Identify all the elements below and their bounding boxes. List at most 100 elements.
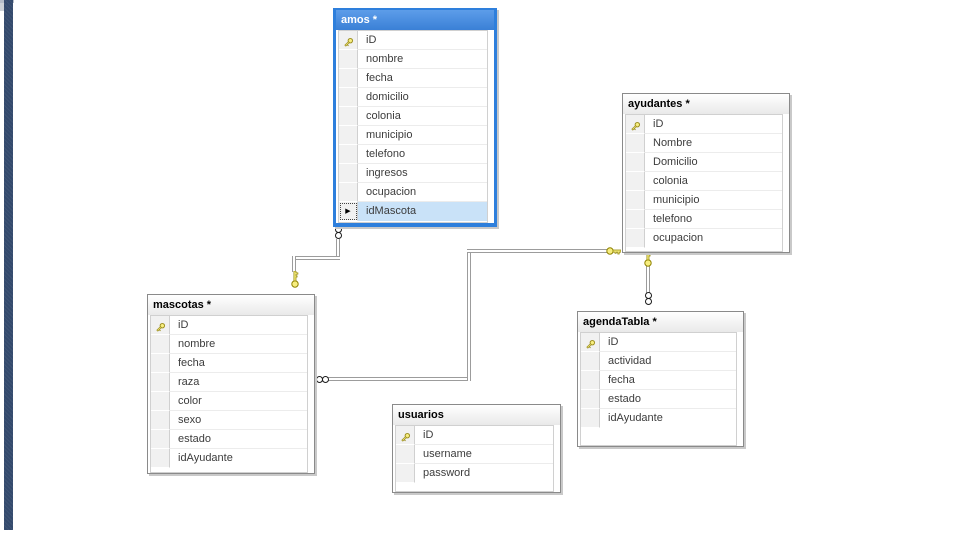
relationship-line[interactable] <box>292 256 340 260</box>
table-row[interactable]: telefono <box>339 145 487 164</box>
table-row[interactable]: iD <box>396 426 553 445</box>
row-selector[interactable] <box>581 352 600 371</box>
table-row[interactable]: password <box>396 464 553 483</box>
row-selector[interactable] <box>151 373 170 392</box>
row-selector[interactable] <box>626 191 645 210</box>
table-row[interactable]: iD <box>581 333 736 352</box>
row-selector[interactable] <box>626 210 645 229</box>
row-selector[interactable] <box>581 371 600 390</box>
table-row[interactable]: colonia <box>626 172 782 191</box>
column-name: fecha <box>170 354 307 373</box>
row-selector[interactable] <box>151 392 170 411</box>
column-name: iD <box>170 316 307 335</box>
row-selector[interactable] <box>339 50 358 69</box>
table-row[interactable]: sexo <box>151 411 307 430</box>
row-selector[interactable] <box>626 229 645 248</box>
table-row[interactable]: nombre <box>151 335 307 354</box>
table-row[interactable]: ocupacion <box>626 229 782 248</box>
column-name: telefono <box>358 145 487 164</box>
table-title[interactable]: agendaTabla * <box>578 312 743 332</box>
column-name: iD <box>358 31 487 50</box>
table-row[interactable]: domicilio <box>339 88 487 107</box>
row-selector[interactable] <box>396 426 415 445</box>
table-row[interactable]: Nombre <box>626 134 782 153</box>
row-selector[interactable] <box>339 31 358 50</box>
row-selector[interactable]: ▶ <box>339 202 358 221</box>
table-row[interactable]: idAyudante <box>151 449 307 468</box>
row-selector[interactable] <box>339 107 358 126</box>
table-row[interactable]: iD <box>339 31 487 50</box>
row-selector[interactable] <box>626 115 645 134</box>
table-title[interactable]: amos * <box>336 10 494 30</box>
row-selector[interactable] <box>151 316 170 335</box>
row-selector[interactable] <box>151 335 170 354</box>
row-selector[interactable] <box>339 164 358 183</box>
row-selector[interactable] <box>151 411 170 430</box>
row-selector[interactable] <box>339 69 358 88</box>
column-name: fecha <box>358 69 487 88</box>
table-title[interactable]: usuarios <box>393 405 560 425</box>
row-selector[interactable] <box>339 88 358 107</box>
row-selector[interactable] <box>151 449 170 468</box>
table-row[interactable]: ocupacion <box>339 183 487 202</box>
row-selector[interactable] <box>581 333 600 352</box>
row-selector[interactable] <box>626 172 645 191</box>
relationship-line[interactable] <box>467 249 607 253</box>
row-selector[interactable] <box>626 153 645 172</box>
column-name: raza <box>170 373 307 392</box>
infinity-circle <box>322 376 329 383</box>
table-row[interactable]: estado <box>581 390 736 409</box>
relationship-line[interactable] <box>336 239 340 260</box>
column-name: actividad <box>600 352 736 371</box>
row-selector[interactable] <box>581 409 600 428</box>
table-row[interactable]: telefono <box>626 210 782 229</box>
row-selector[interactable] <box>581 390 600 409</box>
table-row[interactable]: Domicilio <box>626 153 782 172</box>
row-selector[interactable] <box>626 134 645 153</box>
relationship-line[interactable] <box>467 249 471 381</box>
relationship-line[interactable] <box>328 377 471 381</box>
table-title[interactable]: mascotas * <box>148 295 314 315</box>
table-row[interactable]: colonia <box>339 107 487 126</box>
table-row[interactable]: idAyudante <box>581 409 736 428</box>
many-infinity-icon <box>316 376 329 383</box>
table-row[interactable]: fecha <box>339 69 487 88</box>
table-row[interactable]: color <box>151 392 307 411</box>
table-row[interactable]: municipio <box>339 126 487 145</box>
table-row[interactable]: fecha <box>151 354 307 373</box>
table-row[interactable]: estado <box>151 430 307 449</box>
table-row[interactable]: iD <box>626 115 782 134</box>
row-selector[interactable] <box>396 464 415 483</box>
table-title[interactable]: ayudantes * <box>623 94 789 114</box>
table-row[interactable]: fecha <box>581 371 736 390</box>
infinity-circle <box>645 298 652 305</box>
table-row[interactable]: username <box>396 445 553 464</box>
row-selector[interactable] <box>151 430 170 449</box>
row-selector[interactable] <box>339 126 358 145</box>
table-row[interactable]: iD <box>151 316 307 335</box>
row-selector[interactable] <box>151 354 170 373</box>
column-name: colonia <box>358 107 487 126</box>
table-row[interactable]: ingresos <box>339 164 487 183</box>
row-selector[interactable] <box>339 145 358 164</box>
table-row[interactable]: ▶idMascota <box>339 202 487 221</box>
row-selector[interactable] <box>339 183 358 202</box>
table-row[interactable]: actividad <box>581 352 736 371</box>
column-name: idAyudante <box>608 412 663 424</box>
row-marker-icon: ▶ <box>345 207 351 215</box>
table-row[interactable]: municipio <box>626 191 782 210</box>
table-row[interactable]: nombre <box>339 50 487 69</box>
table-row[interactable]: raza <box>151 373 307 392</box>
row-selector[interactable] <box>396 445 415 464</box>
relationship-line[interactable] <box>292 256 296 272</box>
relationship-line[interactable] <box>646 265 650 293</box>
toolbox-bar[interactable] <box>4 0 13 530</box>
